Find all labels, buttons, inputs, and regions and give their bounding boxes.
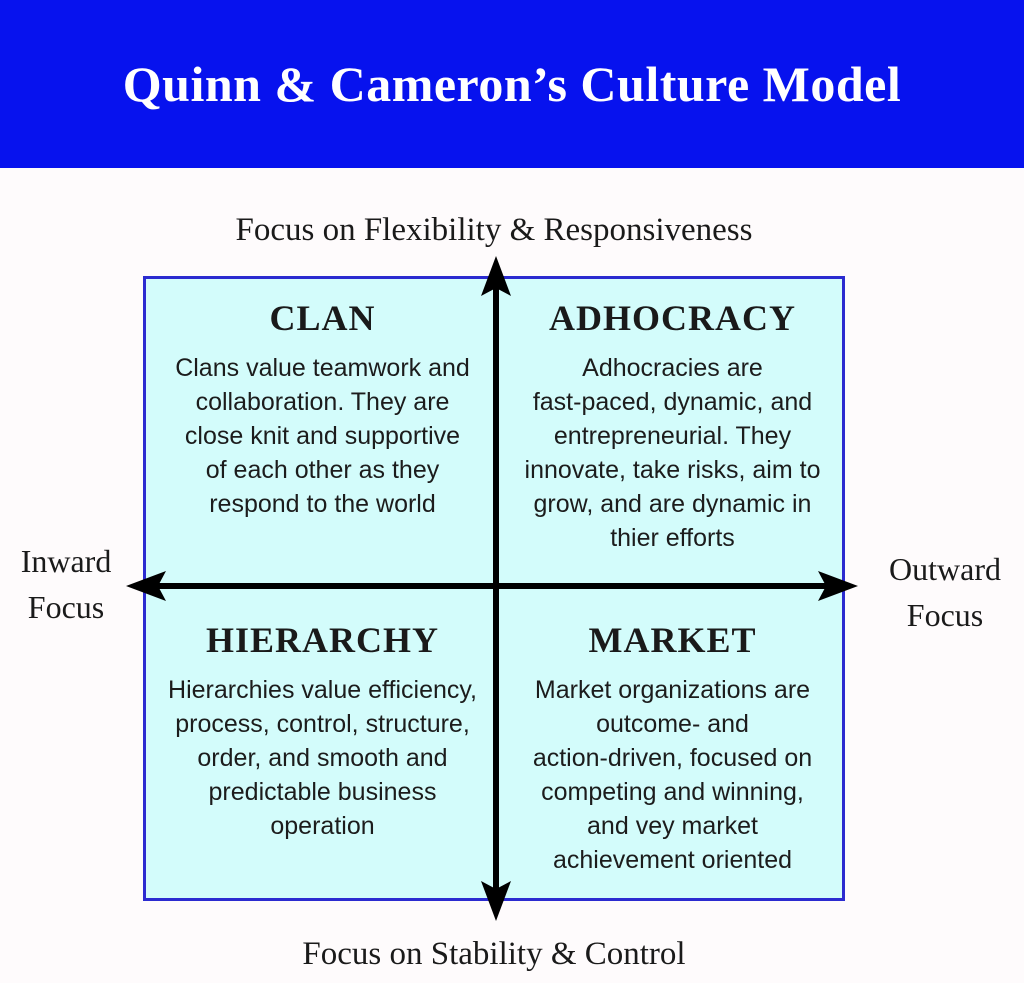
title-banner: Quinn & Cameron’s Culture Model: [0, 0, 1024, 168]
quadrant-market-heading: MARKET: [588, 620, 757, 660]
quadrant-hierarchy-description: Hierarchies value efficiency, process, c…: [168, 676, 477, 840]
axis-label-stability: Focus on Stability & Control: [302, 936, 686, 972]
axis-label-outward-focus: Outward Focus: [889, 551, 1001, 633]
quadrant-market: MARKET Market organizations are outcome-…: [500, 619, 845, 877]
quadrant-adhocracy-description: Adhocracies are fast-paced, dynamic, and…: [524, 354, 821, 552]
axis-label-inward-focus: Inward Focus: [20, 543, 112, 625]
quadrant-market-description: Market organizations are outcome- and ac…: [532, 676, 813, 874]
quadrant-adhocracy: ADHOCRACY Adhocracies are fast-paced, dy…: [500, 297, 845, 555]
quadrant-hierarchy-heading: HIERARCHY: [205, 620, 439, 660]
quadrant-clan: CLAN Clans value teamwork and collaborat…: [150, 297, 495, 521]
quadrant-clan-description: Clans value teamwork and collaboration. …: [175, 354, 470, 518]
page-title: Quinn & Cameron’s Culture Model: [122, 56, 902, 112]
quadrant-adhocracy-heading: ADHOCRACY: [549, 298, 796, 338]
quadrant-clan-heading: CLAN: [269, 298, 376, 338]
axis-label-flexibility: Focus on Flexibility & Responsiveness: [235, 212, 753, 248]
quadrant-hierarchy: HIERARCHY Hierarchies value efficiency, …: [150, 619, 495, 843]
